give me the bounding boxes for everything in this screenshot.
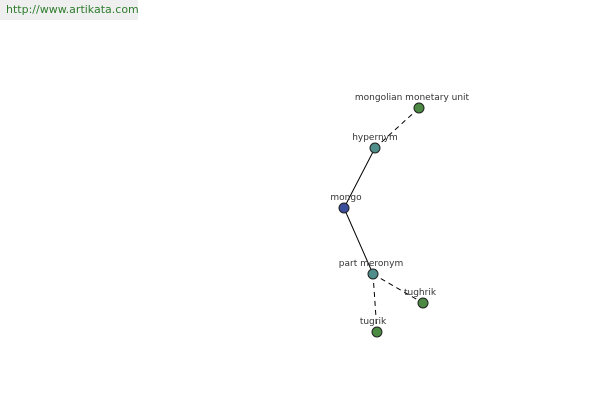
node-tugrik[interactable]: tugrik (360, 317, 387, 338)
edges-layer (343, 107, 424, 333)
node-label: tughrik (404, 288, 437, 298)
node-label: part meronym (339, 259, 403, 269)
node-part-meronym[interactable]: part meronym (339, 259, 403, 280)
edge-mongo-to-part-meronym (343, 207, 374, 275)
node-circle[interactable] (413, 102, 425, 114)
node-circle[interactable] (367, 268, 379, 280)
node-label: hypernym (352, 133, 398, 143)
edge-part-meronym-to-tugrik (372, 273, 378, 333)
node-circle[interactable] (417, 297, 429, 309)
edge-part-meronym-to-tughrik (372, 273, 424, 304)
node-circle[interactable] (371, 326, 383, 338)
node-circle[interactable] (338, 202, 350, 214)
nodes-layer: mongo hypernym mongolian monetary unit part… (330, 93, 470, 338)
source-link[interactable]: http://www.artikata.com (0, 0, 139, 20)
node-hypernym[interactable]: hypernym (352, 133, 398, 154)
edge-hypernym-to-mongolian-monetary-unit (374, 107, 420, 149)
node-label: mongolian monetary unit (355, 93, 470, 103)
node-mongolian-monetary-unit[interactable]: mongolian monetary unit (355, 93, 470, 114)
node-label: mongo (330, 193, 362, 203)
node-tughrik[interactable]: tughrik (404, 288, 437, 309)
node-circle[interactable] (369, 142, 381, 154)
node-mongo[interactable]: mongo (330, 193, 362, 214)
edge-mongo-to-hypernym (343, 147, 376, 209)
node-label: tugrik (360, 317, 387, 327)
